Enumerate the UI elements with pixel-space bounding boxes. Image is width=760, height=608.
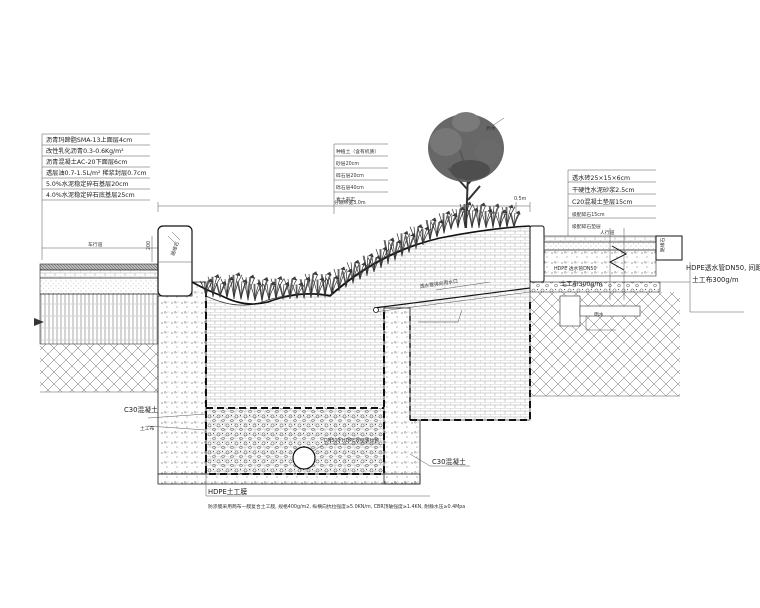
left-layer-1: 沥青玛蹄脂SMA-13上面层4cm xyxy=(46,136,132,144)
left-curb-label: 路缘石 xyxy=(169,241,181,257)
subbase-layer xyxy=(39,293,159,345)
right-stone-label: 路缘石 xyxy=(659,237,666,252)
right-curb-stone xyxy=(655,235,683,261)
right-c30-callout: C30混凝土 xyxy=(409,453,470,467)
pipe-label: DN300 HDPE双壁波纹管 xyxy=(324,437,379,444)
left-lane-label: 车行道 xyxy=(88,241,103,248)
ground-surface-line xyxy=(191,225,531,305)
bottom-callout: HDPE土工膜 防渗膜采用两布一膜复合土工膜, 规格400g/m2, 纵横向抗拉… xyxy=(205,474,465,510)
right-layer-5: 级配碎石垫层 xyxy=(572,223,601,230)
hdpe-right-label: HDPE透水管DN50, 间距30m xyxy=(686,263,760,272)
right-layer-1: 透水砖25×15×6cm xyxy=(572,174,630,182)
soil-left-label: 土工布 xyxy=(140,425,155,432)
left-concrete-wall xyxy=(157,281,207,475)
right-curb-label: 人行道 xyxy=(600,229,615,236)
water-level-icon xyxy=(34,318,44,326)
geo-right-label: 土工布300g/m xyxy=(692,275,739,284)
rain-inlet xyxy=(579,305,641,317)
right-edge-curb xyxy=(529,225,545,283)
left-dim-label: 200 xyxy=(146,241,152,250)
c30-right-label: C30混凝土 xyxy=(432,457,466,466)
break-line-icon xyxy=(608,245,628,271)
left-layer-5: 5.0%水泥稳定碎石基层20cm xyxy=(46,180,129,188)
bottom-concrete xyxy=(157,473,421,485)
right-layer-callout: 透水砖25×15×6cm 干硬性水泥砂浆2.5cm C20混凝土垫层15cm 级… xyxy=(567,169,666,252)
hdpe-small-label: HDPE 透水管DN50 xyxy=(554,265,597,272)
left-subgrade xyxy=(40,344,158,392)
concrete-cushion-layer xyxy=(543,249,657,277)
left-layer-4: 透层油0.7-1.5L/m² 稀浆封层0.7cm xyxy=(46,169,147,177)
center-layer-2: 砂层20cm xyxy=(336,160,359,167)
center-swale xyxy=(157,225,531,485)
left-layer-2: 改性乳化沥青0.3-0.6Kg/m² xyxy=(46,147,124,155)
ornamental-grass-planting xyxy=(199,201,521,302)
left-road-section xyxy=(34,225,193,393)
top-dimension: 分隔带宽3.0m 0.5m xyxy=(157,196,531,212)
left-layer-3: 沥青混凝土AC-20下面层6cm xyxy=(46,158,127,166)
geo-small-label: 土工布300g/m xyxy=(560,280,602,288)
tree-icon xyxy=(428,112,504,229)
center-dim-label: 分隔带宽3.0m xyxy=(334,199,366,206)
left-swale-callouts: C30混凝土 土工布 xyxy=(124,405,207,432)
right-layer-3: C20混凝土垫层15cm xyxy=(572,198,632,206)
permeable-brick-layer xyxy=(543,235,657,243)
c30-left-label: C30混凝土 xyxy=(124,405,158,414)
hdpe-membrane-left xyxy=(205,290,385,475)
left-layer-6: 4.0%水泥稳定碎石底基层25cm xyxy=(46,191,135,199)
rain-label: 雨水 xyxy=(594,311,604,318)
left-layer-callout: 沥青玛蹄脂SMA-13上面层4cm 改性乳化沥青0.3-0.6Kg/m² 沥青混… xyxy=(41,133,181,262)
center-layer-3: 碎石层20cm xyxy=(336,172,364,179)
right-layer-4: 级配碎石15cm xyxy=(572,211,605,218)
center-layer-callout: 种植土（含有机质） 砂层20cm 碎石层20cm 砾石层40cm 素土夯实 xyxy=(333,143,388,214)
right-dim-label: 0.5m xyxy=(514,196,527,202)
center-layer-4: 砾石层40cm xyxy=(336,184,364,191)
center-layer-1: 种植土（含有机质） xyxy=(336,148,379,155)
pipe-callout: DN300 HDPE双壁波纹管 xyxy=(311,437,380,453)
hdpe-bottom-label: HDPE土工膜 xyxy=(208,487,247,496)
right-layer-2: 干硬性水泥砂浆2.5cm xyxy=(572,186,635,194)
perforated-pipe-icon xyxy=(292,446,316,470)
base-layer xyxy=(39,277,159,295)
tree-label: 乔木 xyxy=(486,125,496,132)
surface-layer xyxy=(39,263,159,271)
bottom-note: 防渗膜采用两布一膜复合土工膜, 规格400g/m2, 纵横向抗拉强度≥5.0KN… xyxy=(208,503,465,510)
left-curb-stone xyxy=(157,225,193,297)
binder-layer xyxy=(39,269,159,279)
right-sidewalk-section xyxy=(529,225,683,397)
drain-pipe-slope xyxy=(373,287,531,309)
center-layer-5: 素土夯实 xyxy=(336,196,355,203)
